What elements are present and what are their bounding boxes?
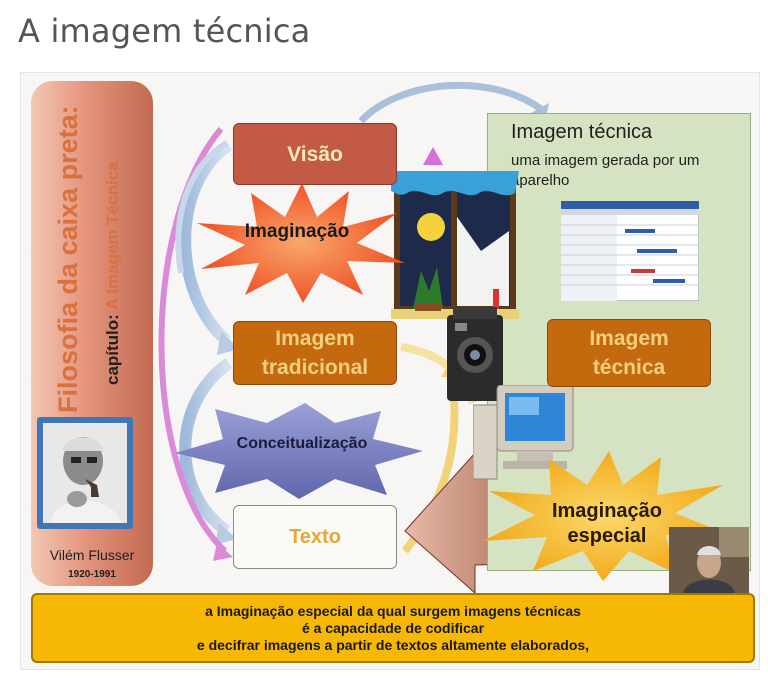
author-name: Vilém Flusser bbox=[49, 547, 135, 563]
technical-panel-title: Imagem técnica bbox=[511, 121, 653, 143]
node-imaginacao-especial-line1: Imaginação bbox=[551, 500, 663, 522]
author-portrait-icon bbox=[43, 423, 127, 523]
special-imagination-star bbox=[483, 451, 729, 581]
author-years: 1920-1991 bbox=[68, 569, 116, 580]
conceptualization-star bbox=[175, 403, 423, 499]
arc-arrow-top bbox=[358, 81, 544, 124]
diagram-slide: Filosofia da caixa preta: capítulo: A Im… bbox=[20, 72, 760, 670]
node-imagem-tradicional-line1: Imagem bbox=[275, 327, 355, 350]
node-imagem-tradicional-line2: tradicional bbox=[261, 356, 369, 379]
chapter-line: capítulo: A Imagem Técnica bbox=[103, 161, 123, 385]
camera-icon bbox=[447, 307, 503, 401]
node-imagem-tecnica-line2: técnica bbox=[592, 356, 666, 379]
spreadsheet-screenshot bbox=[561, 201, 699, 301]
node-conceitualizacao: Conceitualização bbox=[236, 435, 368, 452]
author-photo bbox=[37, 417, 133, 529]
webcam-inset bbox=[669, 527, 749, 593]
imagination-star bbox=[197, 183, 405, 303]
arrow-visao-to-trad bbox=[179, 139, 233, 346]
page-title: A imagem técnica bbox=[18, 12, 311, 50]
arrow-return-up bbox=[175, 140, 229, 274]
caption-line-3: e decifrar imagens a partir de textos al… bbox=[196, 636, 590, 653]
technical-panel-subtitle: uma imagem gerada por um aparelho bbox=[511, 152, 700, 189]
node-imagem-tecnica: Imagem técnica bbox=[547, 319, 711, 387]
node-visao: Visão bbox=[233, 123, 397, 185]
caption-line-2: é a capacidade de codificar bbox=[301, 619, 485, 636]
caption-line-1: a Imaginação especial da qual surgem ima… bbox=[205, 602, 581, 619]
node-texto: Texto bbox=[233, 505, 397, 569]
book-title: Filosofia da caixa preta: bbox=[53, 105, 83, 413]
node-imaginacao-especial: Imaginação especial bbox=[527, 499, 687, 549]
window-picture bbox=[391, 171, 519, 319]
chapter-name: A Imagem Técnica bbox=[103, 161, 122, 311]
node-imaginacao-especial-line2: especial bbox=[567, 525, 647, 547]
caption-bar: a Imaginação especial da qual surgem ima… bbox=[31, 593, 755, 663]
presenter-icon bbox=[669, 527, 749, 593]
node-imagem-tecnica-line1: Imagem bbox=[589, 327, 669, 350]
computer-icon bbox=[473, 385, 574, 480]
node-imagem-tradicional: Imagem tradicional bbox=[233, 321, 397, 385]
arrow-trad-to-texto bbox=[179, 358, 233, 536]
chapter-label: capítulo: bbox=[103, 314, 122, 385]
node-imaginacao: Imaginação bbox=[244, 221, 350, 242]
